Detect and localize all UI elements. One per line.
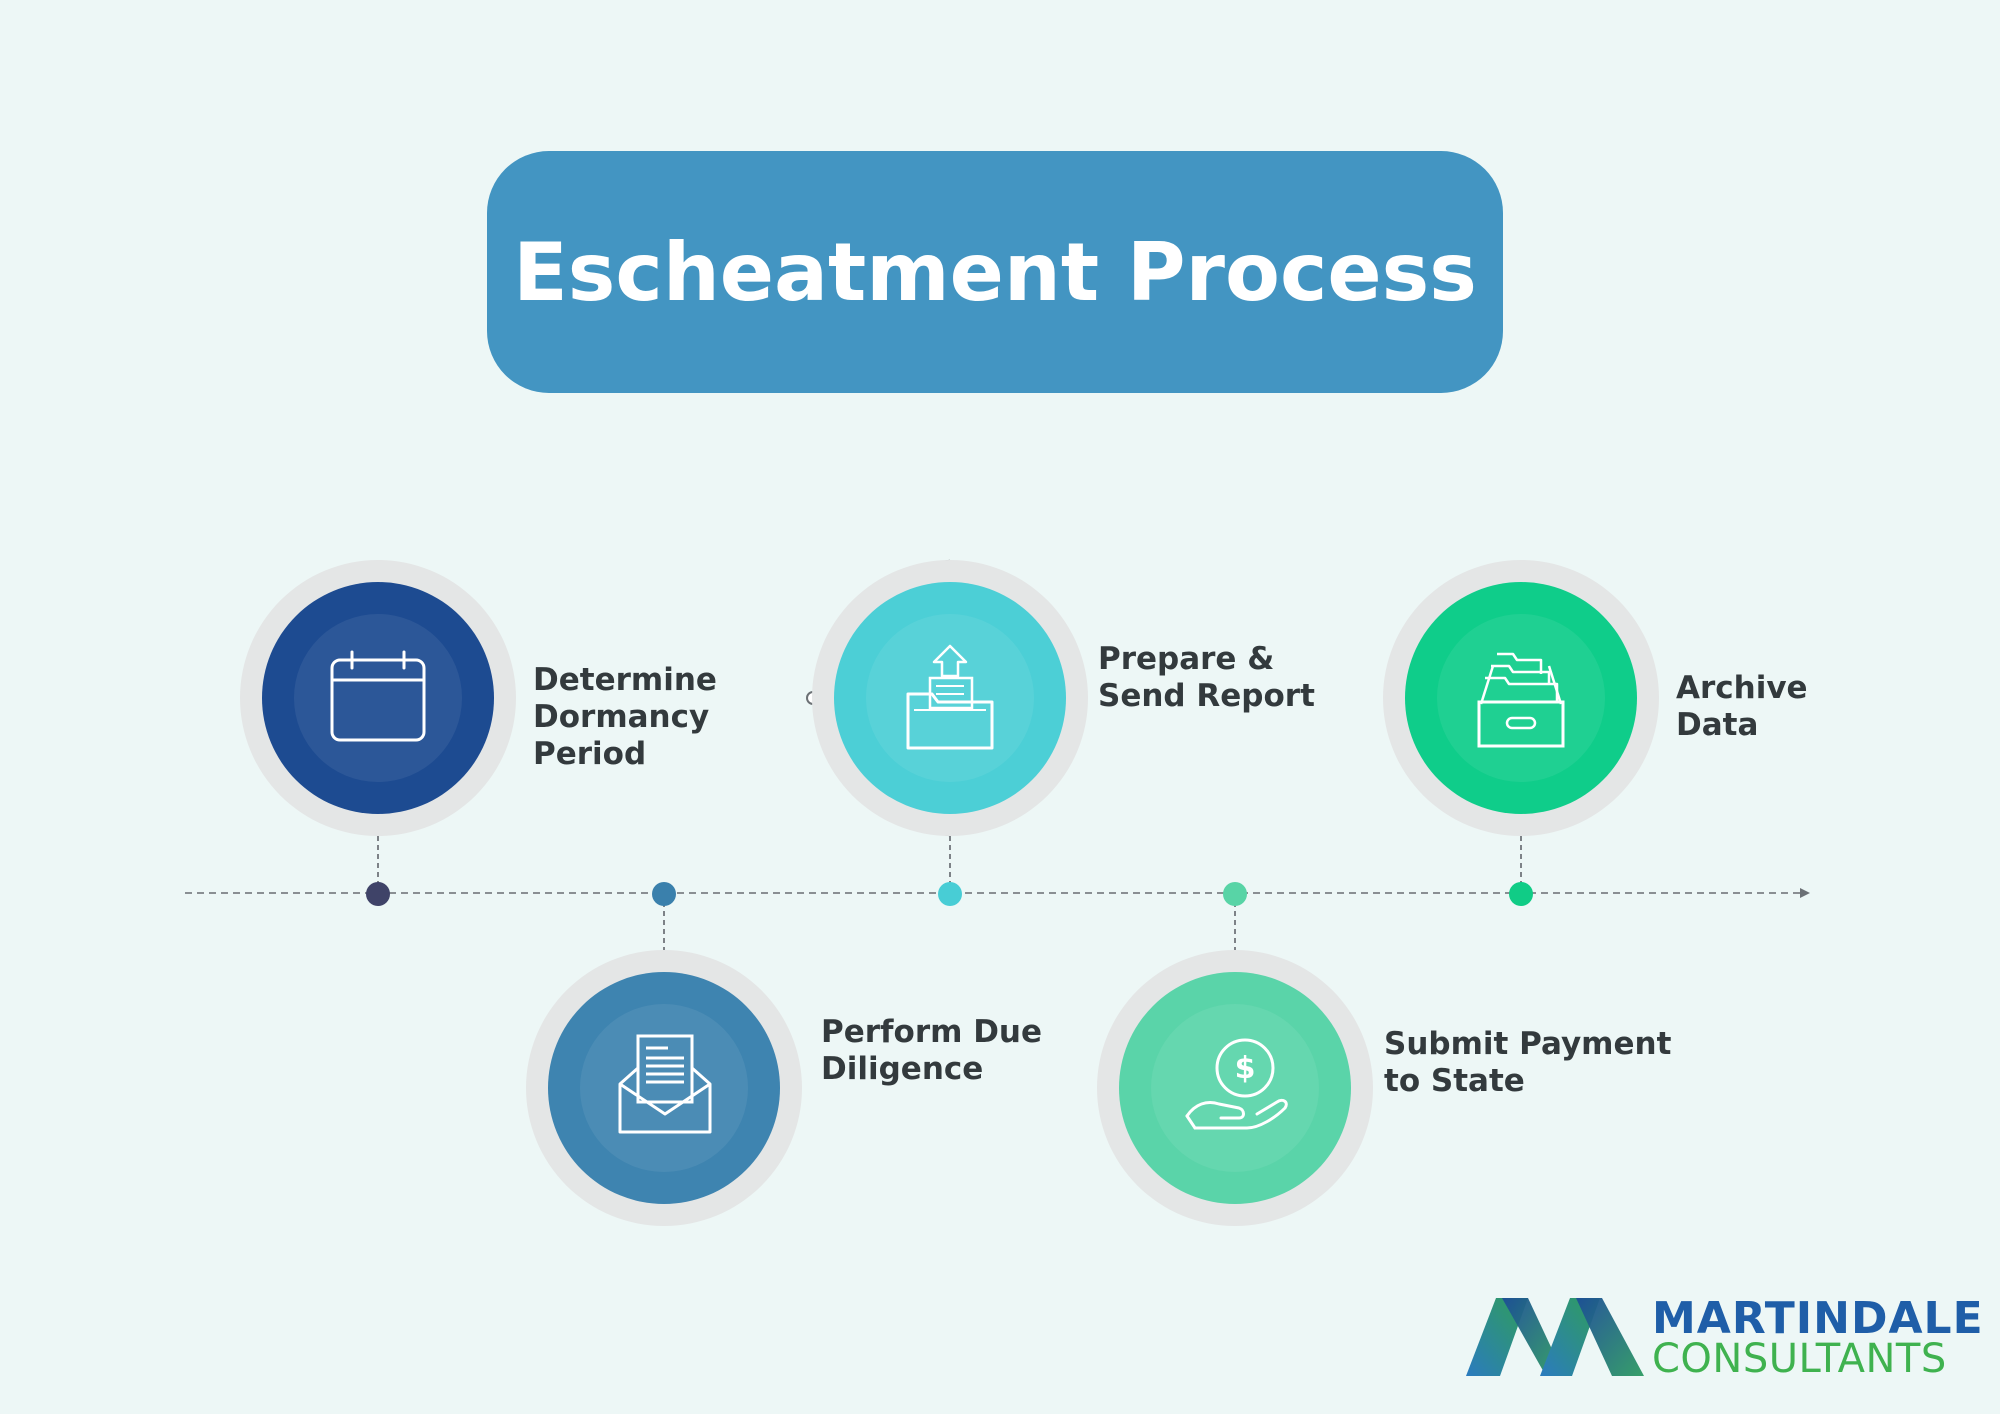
step-label-5: Archive Data: [1676, 670, 1808, 743]
folder-upload-icon: [906, 644, 994, 750]
timeline-dot-1: [366, 882, 390, 906]
timeline-dot-3: [938, 882, 962, 906]
martindale-logo-mark: [1466, 1298, 1644, 1376]
timeline-dot-2: [652, 882, 676, 906]
brand-subtitle: CONSULTANTS: [1652, 1336, 1947, 1382]
step-label-1: Determine Dormancy Period: [533, 662, 717, 772]
calendar-icon: [330, 650, 426, 742]
step-ring: [812, 560, 1088, 836]
page-title: Escheatment Process: [513, 225, 1477, 319]
step-disc: [834, 582, 1066, 814]
step-ring: [240, 560, 516, 836]
step-ring: $: [1097, 950, 1373, 1226]
step-label-2: Perform Due Diligence: [821, 1014, 1043, 1087]
step-disc: $: [1119, 972, 1351, 1204]
hand-coin-icon: $: [1185, 1038, 1288, 1130]
timeline-dot-4: [1223, 882, 1247, 906]
step-label-3: Prepare & Send Report: [1098, 641, 1315, 714]
step-disc: [548, 972, 780, 1204]
title-banner: Escheatment Process: [487, 151, 1503, 393]
step-ring: [526, 950, 802, 1226]
step-label-4: Submit Payment to State: [1384, 1026, 1672, 1099]
timeline-dot-5: [1509, 882, 1533, 906]
brand-name: MARTINDALE: [1652, 1293, 1984, 1344]
file-drawer-icon: [1477, 652, 1565, 748]
step-disc: [262, 582, 494, 814]
envelope-document-icon: [618, 1034, 712, 1134]
timeline-arrowhead: [1800, 888, 1810, 898]
svg-text:$: $: [1235, 1051, 1256, 1086]
step-ring: [1383, 560, 1659, 836]
step-disc: [1405, 582, 1637, 814]
